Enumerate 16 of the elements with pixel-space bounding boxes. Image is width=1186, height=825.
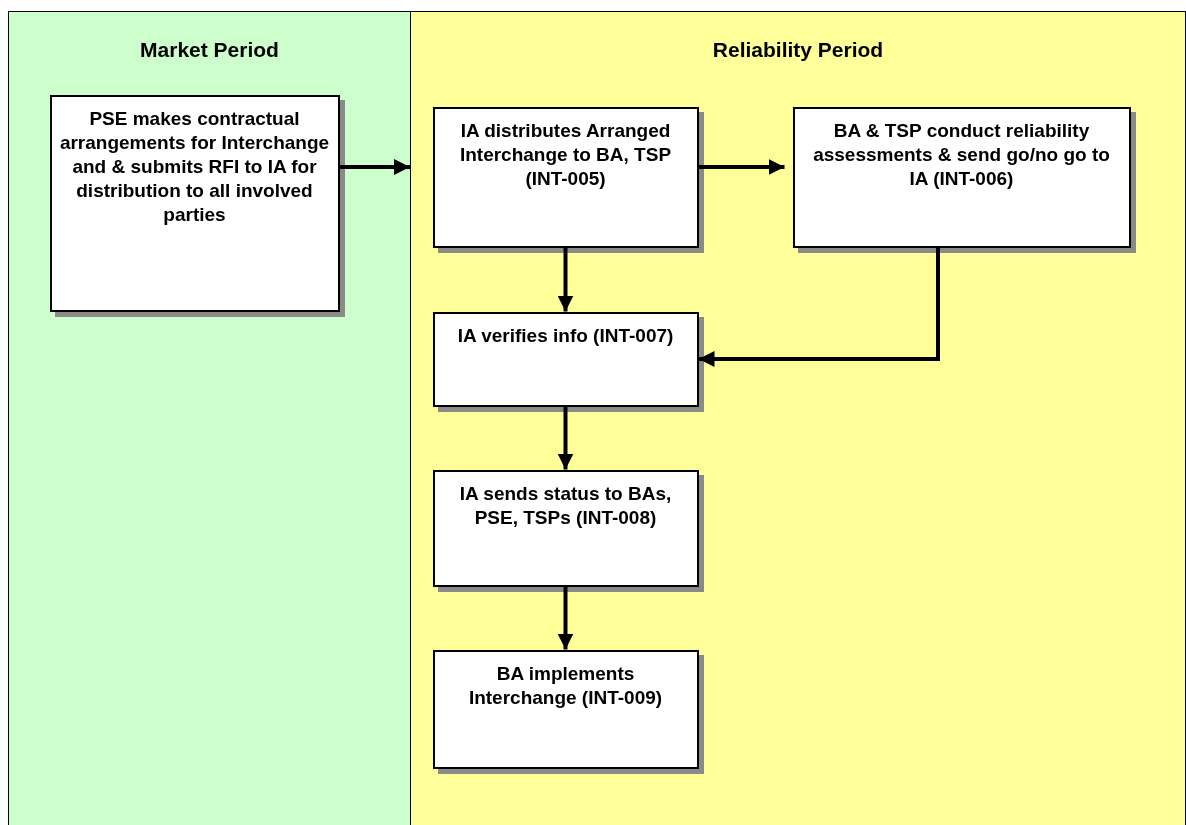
process-text: IA distributes Arranged Interchange to BA, TSP (INT-005) xyxy=(458,118,673,191)
lane-heading: Reliability Period xyxy=(711,38,885,62)
arrow xyxy=(557,406,574,470)
arrow xyxy=(557,586,574,650)
arrow xyxy=(339,159,410,175)
arrow xyxy=(698,159,785,175)
swimlane xyxy=(410,11,1186,825)
process-text: IA sends status to BAs, PSE, TSPs (INT-008) xyxy=(458,481,673,530)
arrow xyxy=(557,247,574,312)
process-text: IA verifies info (INT-007) xyxy=(457,323,674,348)
process-text: BA implements Interchange (INT-009) xyxy=(467,661,664,710)
process-text: PSE makes contractual arrangements for Interchange and & submits RFI to IA for distribution to all involved parties xyxy=(59,106,330,227)
lane-heading: Market Period xyxy=(139,38,280,62)
arrow xyxy=(698,247,940,367)
process-text: BA & TSP conduct reliability assessments & send go/no go to IA (INT-006) xyxy=(812,118,1111,191)
swimlane xyxy=(8,11,411,825)
